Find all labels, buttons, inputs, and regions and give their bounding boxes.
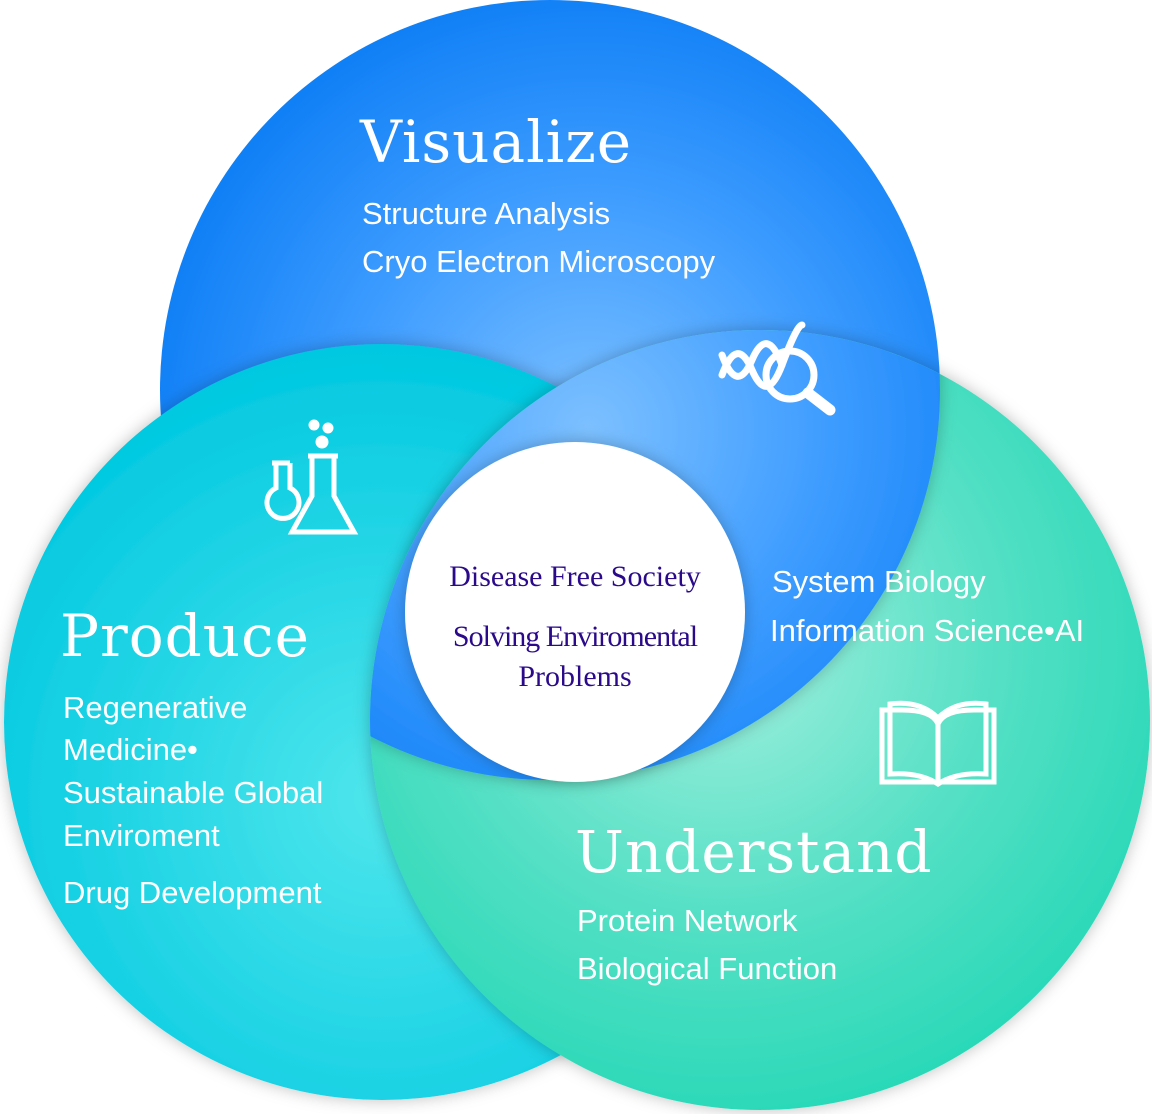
produce-item: Enviroment <box>63 818 220 853</box>
open-book-icon <box>879 700 997 788</box>
flasks-icon <box>264 419 359 535</box>
produce-item: Sustainable Global <box>63 775 324 810</box>
understand-item: Protein Network <box>577 903 798 938</box>
produce-item: Medicine• <box>63 732 198 767</box>
understand-title: Understand <box>575 818 933 886</box>
overlap-item: System Biology <box>772 564 986 599</box>
center-line-3: Problems <box>518 660 632 693</box>
center-line-2: Solving Enviromental <box>452 620 698 653</box>
center-circle <box>405 442 745 782</box>
produce-item: Regenerative <box>63 690 248 725</box>
produce-item: Drug Development <box>63 875 322 910</box>
visualize-title: Visualize <box>360 108 633 176</box>
understand-item: Biological Function <box>577 951 838 986</box>
visualize-item: Structure Analysis <box>362 196 611 231</box>
visualize-item: Cryo Electron Microscopy <box>362 244 716 279</box>
produce-title: Produce <box>60 602 310 670</box>
center-line-1: Disease Free Society <box>449 560 701 593</box>
overlap-item: Information Science•AI <box>770 613 1085 648</box>
dna-magnifier-icon <box>718 321 836 416</box>
